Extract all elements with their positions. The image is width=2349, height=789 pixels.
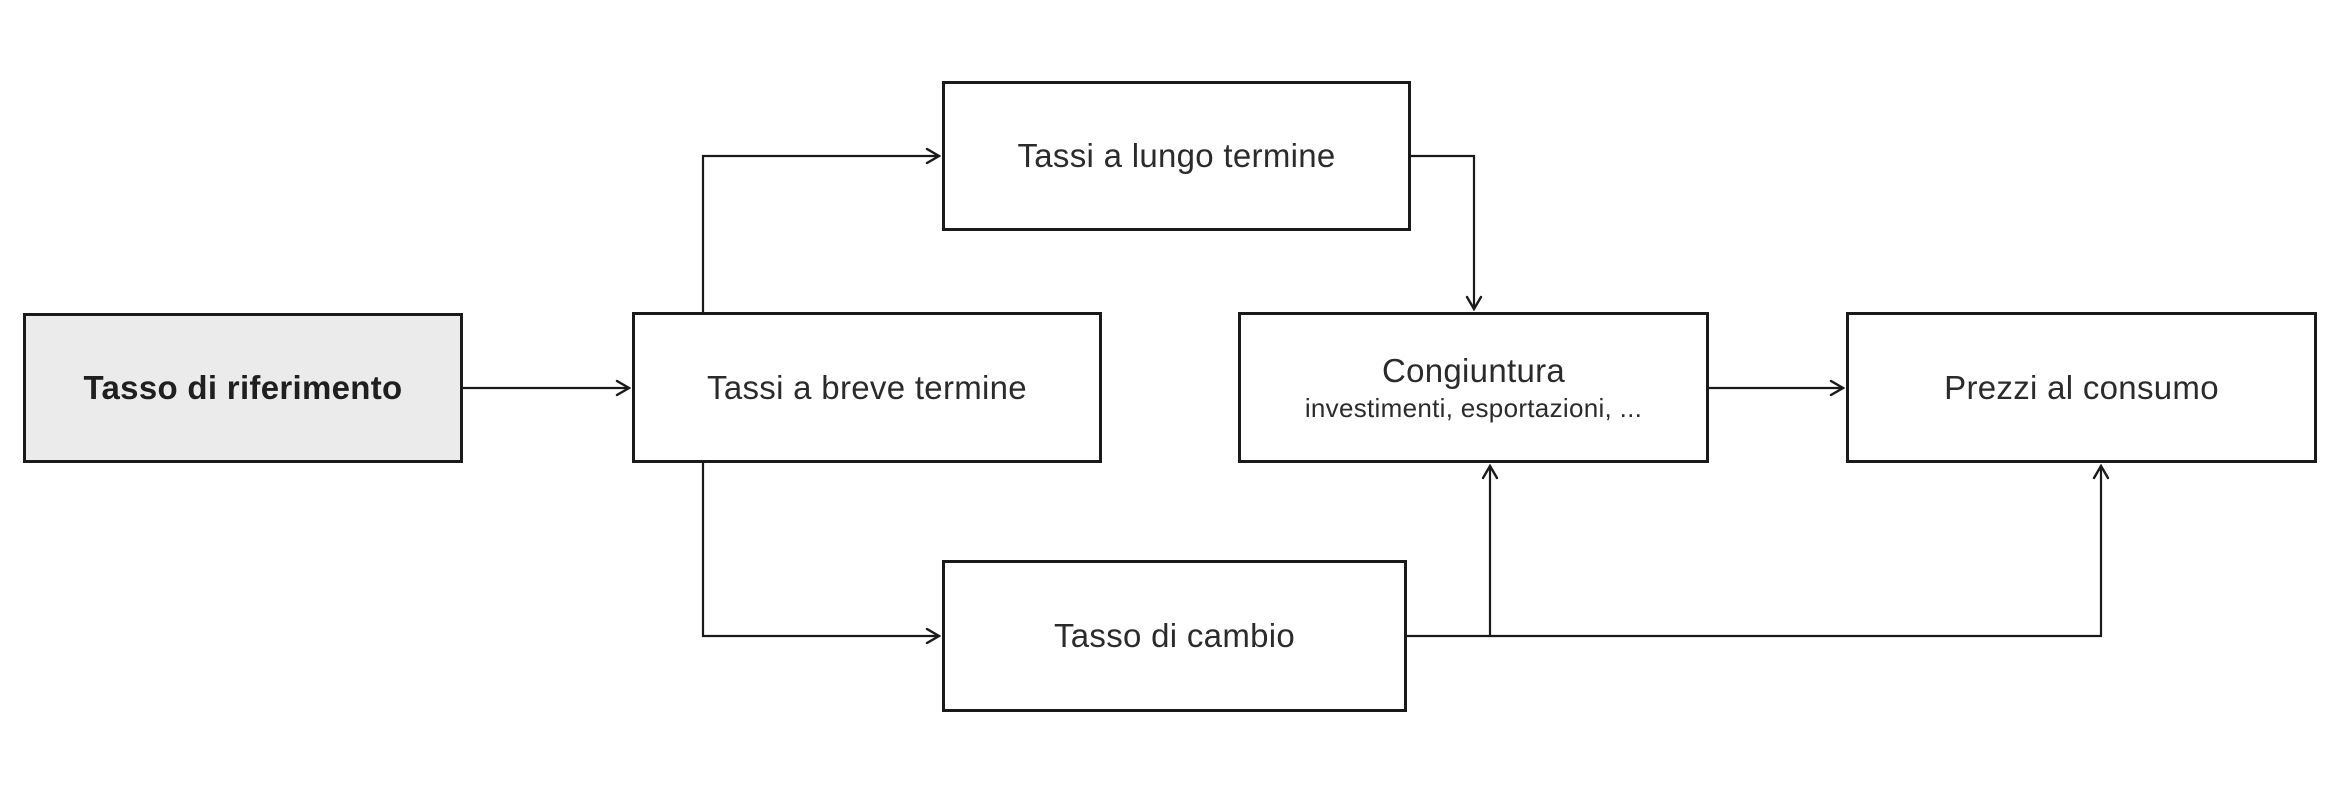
node-label: Prezzi al consumo [1944, 368, 2219, 406]
edge-breve-to-cambio [701, 463, 939, 636]
node-sublabel: investimenti, esportazioni, ... [1304, 392, 1643, 423]
node-tassi-a-breve-termine: Tassi a breve termine [632, 312, 1102, 463]
node-label: Tassi a lungo termine [1017, 137, 1336, 175]
node-tassi-a-lungo-termine: Tassi a lungo termine [942, 81, 1411, 231]
edge-breve-to-lungo [701, 156, 939, 312]
node-label: Tassi a breve termine [707, 368, 1027, 406]
node-label: Tasso di riferimento [83, 369, 403, 407]
edge-cambio-to-prezzi [1407, 466, 2101, 638]
node-label: Tasso di cambio [1053, 617, 1296, 655]
node-prezzi-al-consumo: Prezzi al consumo [1846, 312, 2317, 463]
node-tasso-di-riferimento: Tasso di riferimento [23, 313, 463, 463]
edge-lungo-to-congiuntura [1411, 154, 1474, 309]
node-tasso-di-cambio: Tasso di cambio [942, 560, 1407, 712]
node-congiuntura: Congiuntura investimenti, esportazioni, … [1238, 312, 1709, 463]
node-label: Congiuntura [1381, 352, 1566, 390]
